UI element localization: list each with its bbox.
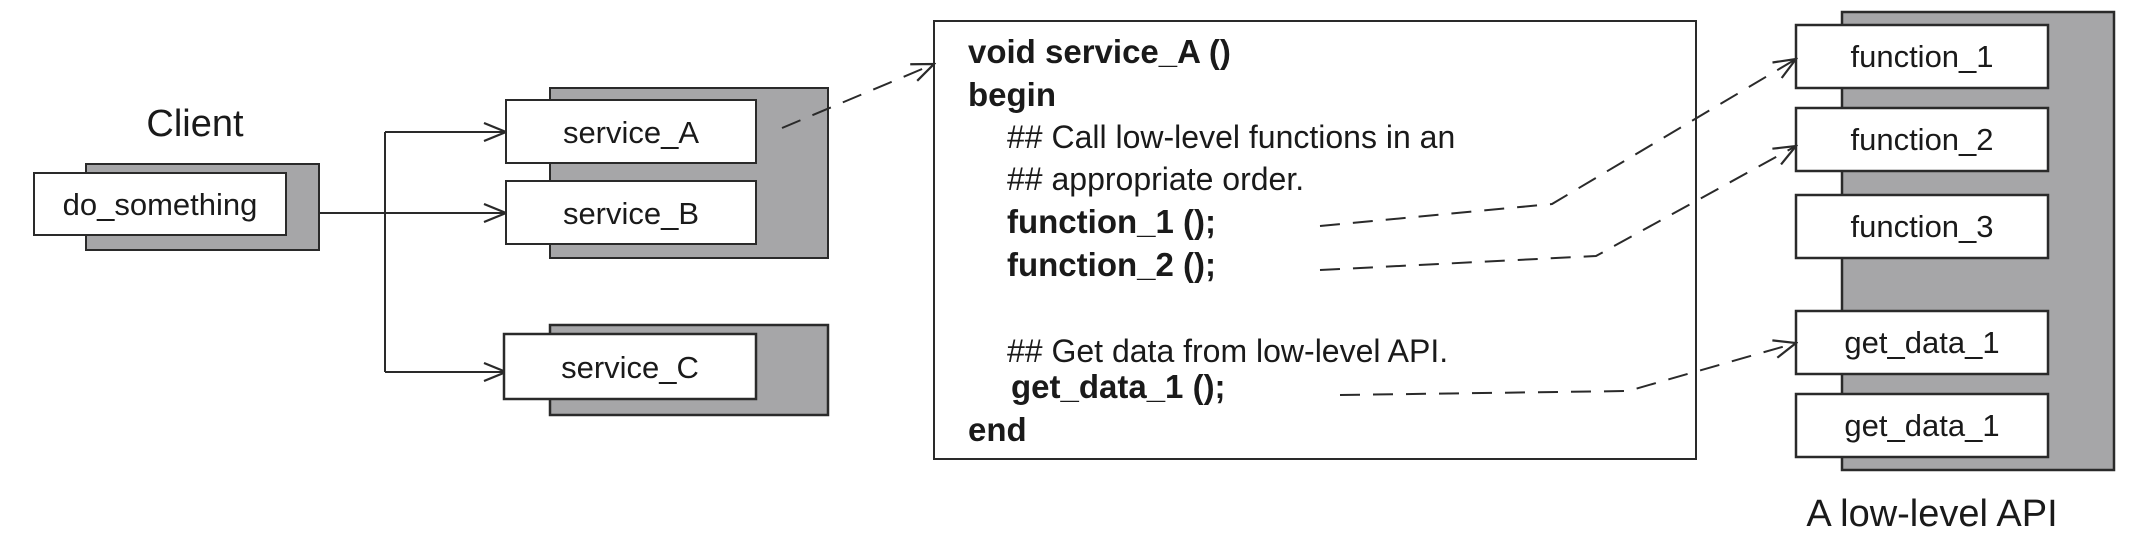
- call-get-data-1-arrow: [1339, 343, 1796, 396]
- service-c-label: service_C: [561, 350, 699, 385]
- api-function-2-box: [1794, 106, 2050, 173]
- code-comment-1a: ## Call low-level functions in an: [1007, 119, 1455, 155]
- code-call-get-data-1: get_data_1 ();: [1011, 368, 1226, 405]
- code-comment-1b: ## appropriate order.: [1007, 161, 1304, 197]
- service-a-to-code-arrow: [781, 64, 934, 129]
- api-function-1-label: function_1: [1850, 39, 1993, 74]
- services-group: service_A service_B service_C: [502, 87, 830, 417]
- api-group: function_1 function_2 function_3 get_dat…: [1794, 10, 2116, 535]
- call-arrows: [781, 59, 1796, 396]
- service-a-label: service_A: [563, 115, 699, 150]
- api-get-data-1-second-box: [1794, 392, 2050, 459]
- code-signature: void service_A (): [968, 33, 1231, 70]
- service-c-box: [502, 332, 758, 401]
- code-begin: begin: [968, 76, 1056, 113]
- api-get-data-1-second-label: get_data_1: [1844, 408, 1999, 443]
- code-box: [933, 20, 1697, 460]
- code-end: end: [968, 411, 1027, 448]
- client-connectors: [319, 132, 506, 372]
- code-call-function-2: function_2 ();: [1007, 246, 1216, 283]
- do-something-box: [33, 172, 287, 236]
- api-function-2-label: function_2: [1850, 122, 1993, 157]
- service-b-box: [505, 180, 757, 245]
- api-caption: A low-level API: [1806, 493, 2057, 535]
- do-something-label: do_something: [63, 187, 258, 222]
- code-call-function-1: function_1 ();: [1007, 203, 1216, 240]
- client-caption: Client: [146, 103, 244, 145]
- api-get-data-1-label: get_data_1: [1844, 325, 1999, 360]
- service-b-label: service_B: [563, 196, 699, 231]
- service-a-box: [505, 99, 757, 164]
- call-function-2-arrow: [1319, 146, 1796, 271]
- call-function-1-arrow: [1319, 59, 1796, 227]
- api-function-1-box: [1794, 23, 2050, 90]
- code-comment-2: ## Get data from low-level API.: [1007, 333, 1448, 369]
- api-function-3-box: [1794, 193, 2050, 260]
- api-function-3-label: function_3: [1850, 209, 1993, 244]
- client-group: Client do_something: [33, 103, 320, 251]
- code-box-group: void service_A () begin ## Call low-leve…: [933, 20, 1697, 460]
